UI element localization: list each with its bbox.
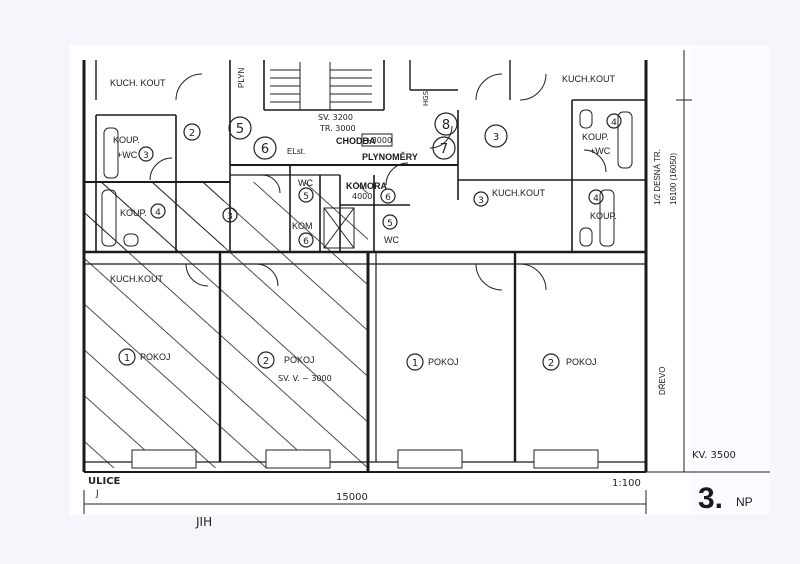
plus-3000-box: [361, 133, 393, 147]
label-wc-b: WC: [384, 235, 399, 245]
circled-numbers-text: 1 2 1 2 2 3 4 3 5 6 7 8 3 5 6 5 6 3 4 4: [124, 118, 617, 369]
num-c5-small: 5: [303, 192, 309, 202]
num-c5-wc: 5: [387, 219, 393, 229]
vertical-labels: PLYN DŘEVO 1/2 DESNÁ TR. 16100 (16050): [237, 67, 678, 395]
num-c5: 5: [236, 122, 244, 137]
label-wc-a: WC: [298, 178, 313, 188]
label-pokoj-2-left: POKOJ: [284, 355, 315, 365]
label-dim-right: 16100 (16050): [669, 153, 678, 205]
room-number-circles: [118, 112, 622, 371]
num-c3-right: 3: [493, 132, 499, 143]
num-1-left: 1: [124, 353, 130, 364]
annotation-jih: JIH: [195, 515, 212, 529]
annotation-sv-room: SV. V. ~ 3000: [278, 374, 332, 383]
fixtures: [101, 109, 633, 247]
annotation-hgs: HGS: [422, 90, 430, 106]
label-koup-left: KOUP.: [120, 208, 147, 218]
num-c6-komora: 6: [385, 193, 391, 203]
paper-margin-right: [690, 45, 770, 515]
label-desna-tr: 1/2 DESNÁ TR.: [653, 149, 662, 205]
label-koup-wc-right-2: +WC: [590, 146, 611, 156]
label-pokoj-2-right: POKOJ: [566, 357, 597, 367]
num-c3-mid: 3: [478, 196, 484, 206]
annotation-width-dim: 15000: [336, 492, 368, 503]
windows: [131, 449, 599, 469]
label-komora: KOMORA: [346, 181, 387, 191]
annotations: SV. 3200 TR. 3000 +3000 4000 SV. V. ~ 30…: [88, 90, 736, 529]
staircase: [270, 62, 372, 110]
label-pokoj-1-left: POKOJ: [140, 352, 171, 362]
annotation-scale: 1:100: [612, 478, 641, 489]
floor-np: NP: [736, 495, 753, 509]
annotation-ulice-j: J: [95, 489, 99, 499]
annotation-k-4000: 4000: [352, 192, 372, 201]
num-2-left: 2: [263, 356, 269, 367]
doors: [149, 73, 607, 291]
floor-number: 3.: [698, 482, 723, 515]
floor-indicator: 3. NP: [698, 482, 753, 515]
annotation-sv-top: SV. 3200: [318, 113, 353, 122]
room-labels: KUCH. KOUT KUCH.KOUT KUCH.KOUT KUCH.KOUT…: [110, 74, 617, 367]
label-plyn: PLYN: [237, 67, 246, 88]
annotation-plus-3000: +3000: [365, 136, 392, 145]
annotation-ulice: ULICE: [88, 476, 121, 487]
annotation-kv: KV. 3500: [692, 450, 736, 461]
label-koup-wc-left-2: +WC: [117, 150, 138, 160]
num-c7: 7: [440, 142, 448, 157]
label-kuch-kout-mid-right: KUCH.KOUT: [492, 188, 546, 198]
num-c3-small: 3: [227, 212, 233, 222]
label-koup-wc-right: KOUP.: [582, 132, 609, 142]
label-plynomery: PLYNOMĚRY: [362, 151, 418, 162]
num-2-right: 2: [548, 358, 554, 369]
label-kuch-kout-lower-left: KUCH.KOUT: [110, 274, 164, 284]
num-c8: 8: [442, 118, 450, 133]
label-kuch-kout-top-left: KUCH. KOUT: [110, 78, 166, 88]
label-pokoj-1-right: POKOJ: [428, 357, 459, 367]
num-1-right: 1: [412, 358, 418, 369]
label-drevo: DŘEVO: [658, 367, 667, 395]
label-koup-right: KOUP.: [590, 211, 617, 221]
num-c6: 6: [261, 142, 269, 157]
annotation-tr-top: TR. 3000: [319, 124, 356, 133]
label-kom: KOM: [292, 221, 313, 231]
label-kuch-kout-top-right: KUCH.KOUT: [562, 74, 616, 84]
walls: [82, 60, 648, 473]
num-c4: 4: [155, 208, 161, 218]
dimension-lines: [83, 50, 770, 514]
num-c2: 2: [189, 128, 195, 139]
num-c3-top: 3: [143, 151, 149, 161]
komora-shaft: [323, 207, 355, 249]
num-c4-right-b: 4: [593, 194, 599, 204]
label-chodba: CHODBA: [336, 136, 376, 146]
num-c6-small: 6: [303, 237, 309, 247]
label-elst: ELst.: [287, 147, 305, 156]
label-koup-wc-left: KOUP.: [113, 135, 140, 145]
num-c4-right: 4: [611, 118, 617, 128]
